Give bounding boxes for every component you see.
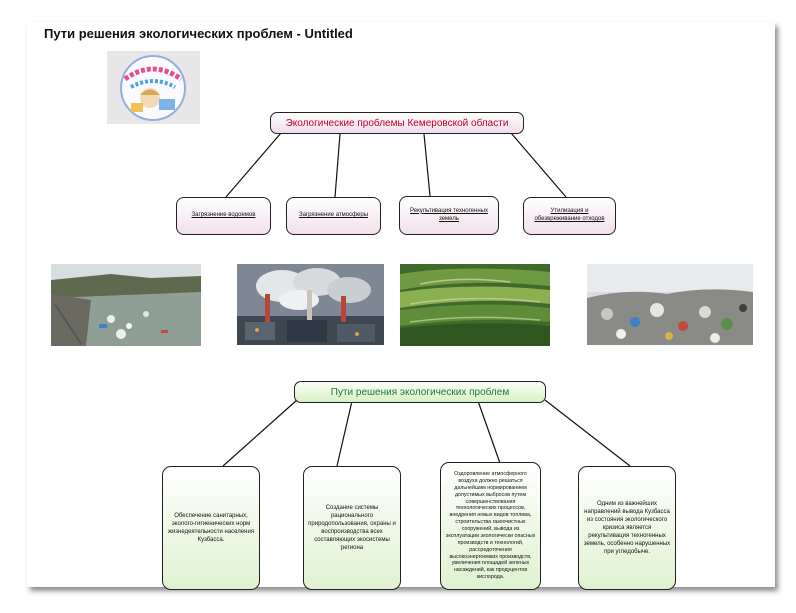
map1-node-water[interactable]: Загрязнение водоемов: [176, 197, 271, 235]
polluted-river-photo: [51, 264, 201, 346]
map1-node-label: Загрязнение водоемов: [191, 212, 256, 219]
connector-line: [423, 133, 431, 197]
map1-node-label: Рекультивация техногенных земель: [410, 207, 488, 222]
connector-line: [477, 400, 502, 467]
map2-root-node[interactable]: Пути решения экологических проблем: [294, 381, 546, 403]
map1-root-label: Экологические проблемы Кемеровской облас…: [285, 117, 509, 129]
connector-line: [222, 399, 298, 467]
map2-node-label: Создание системы рационального природопо…: [308, 504, 396, 552]
map1-node-land[interactable]: Рекультивация техногенных земель: [399, 196, 499, 235]
map2-node-air-quality[interactable]: Оздоровление атмосферного воздуха должно…: [440, 462, 541, 590]
map1-node-label: Загрязнение атмосферы: [298, 212, 369, 219]
map2-node-label: Оздоровление атмосферного воздуха должно…: [445, 471, 536, 581]
connector-line: [336, 400, 353, 467]
map1-node-air[interactable]: Загрязнение атмосферы: [286, 197, 381, 235]
factory-smoke-photo: [237, 264, 384, 345]
map2-node-label: Одним из важнейших направлений вывода Ку…: [583, 500, 671, 556]
map2-root-label: Пути решения экологических проблем: [330, 386, 510, 398]
map1-node-waste[interactable]: Утилизация и обезвреживание отходов: [523, 197, 616, 235]
connector-line: [225, 132, 282, 198]
garbage-landfill-photo: [587, 264, 753, 345]
terraced-hills-photo: [400, 264, 550, 346]
map1-node-label: Утилизация и обезвреживание отходов: [534, 208, 605, 222]
logo-image: [107, 51, 200, 124]
map2-node-nature-use[interactable]: Создание системы рационального природопо…: [303, 466, 401, 590]
connector-line: [544, 399, 631, 467]
connector-line: [334, 133, 341, 198]
document-title: Пути решения экологических проблем - Unt…: [44, 26, 353, 41]
connector-line: [510, 132, 567, 198]
map2-node-recultivation[interactable]: Одним из важнейших направлений вывода Ку…: [578, 466, 676, 590]
map2-node-sanitary[interactable]: Обеспечение санитарных, эколого-гигиенич…: [162, 466, 260, 590]
map2-node-label: Обеспечение санитарных, эколого-гигиенич…: [167, 512, 255, 544]
map1-root-node[interactable]: Экологические проблемы Кемеровской облас…: [270, 112, 524, 134]
